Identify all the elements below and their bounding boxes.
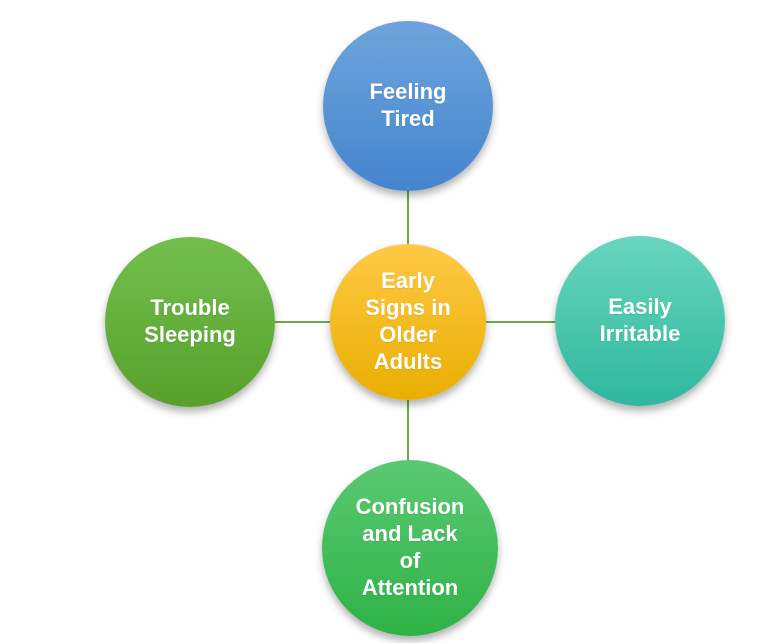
- node-early-signs-center-label: Early Signs in Older Adults: [365, 268, 451, 374]
- node-early-signs-center: Early Signs in Older Adults: [330, 244, 486, 400]
- node-trouble-sleeping: Trouble Sleeping: [105, 237, 275, 407]
- node-feeling-tired-label: Feeling Tired: [369, 79, 447, 131]
- node-easily-irritable-label: Easily Irritable: [599, 294, 681, 346]
- node-feeling-tired: Feeling Tired: [323, 21, 493, 191]
- node-confusion-attention-label: Confusion and Lack of Attention: [355, 494, 465, 600]
- node-confusion-attention: Confusion and Lack of Attention: [322, 460, 498, 636]
- node-easily-irritable: Easily Irritable: [555, 236, 725, 406]
- node-trouble-sleeping-label: Trouble Sleeping: [144, 295, 236, 347]
